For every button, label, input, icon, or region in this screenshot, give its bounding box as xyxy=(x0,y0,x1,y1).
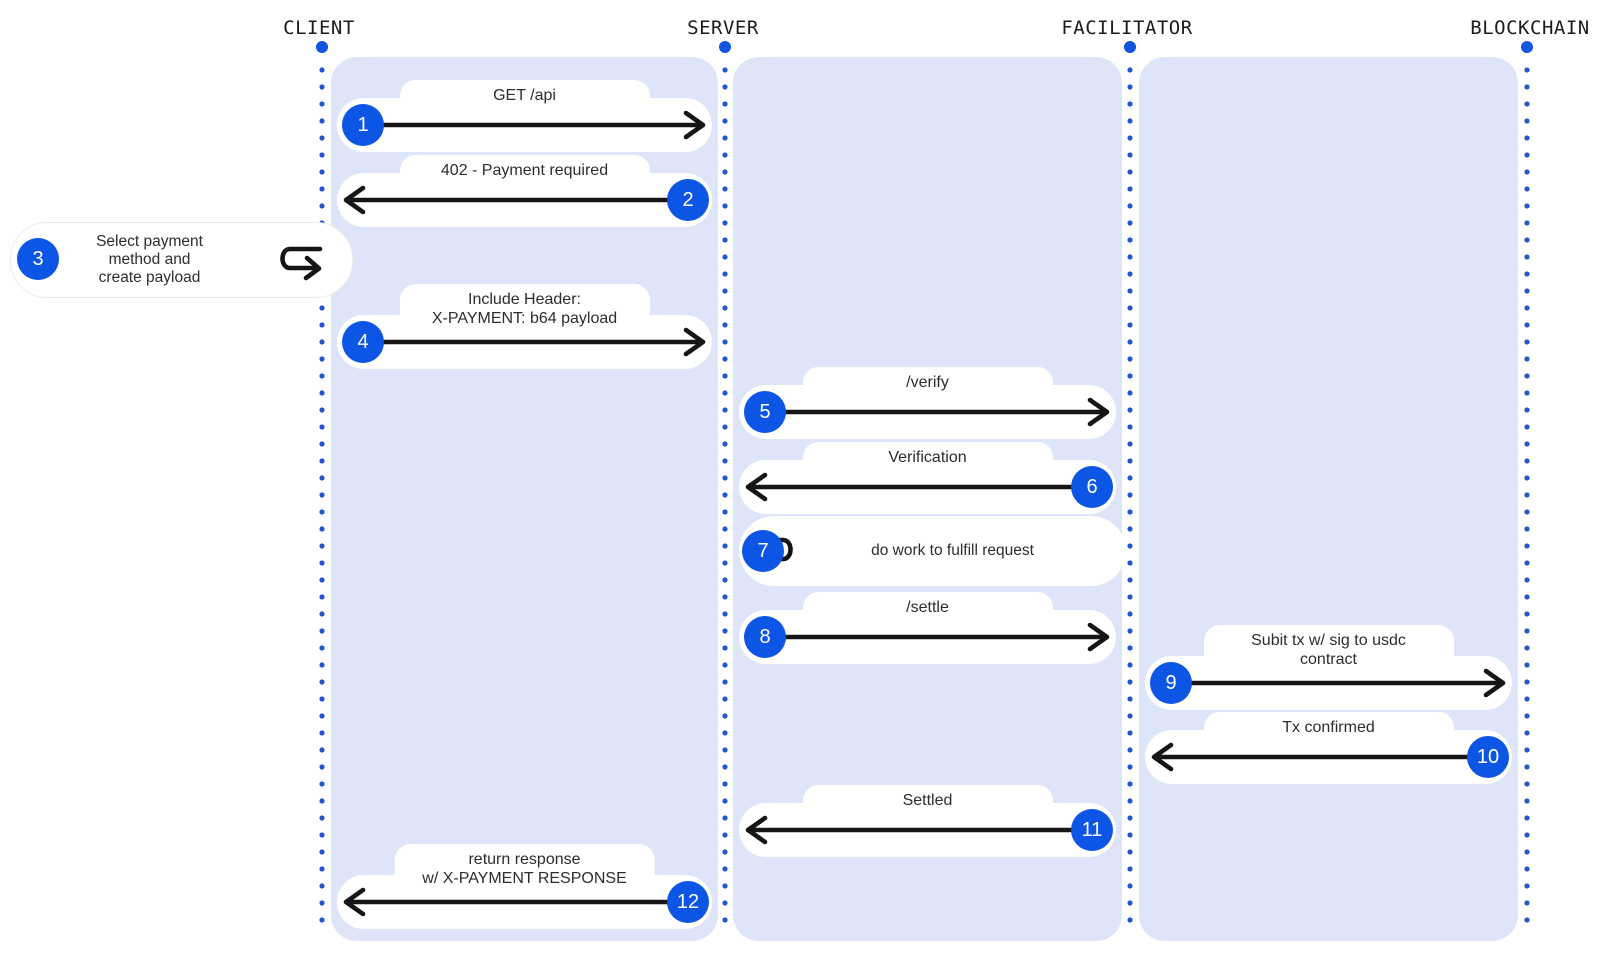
message-label: Subit tx w/ sig to usdc contract xyxy=(1203,625,1454,675)
message-label-line: w/ X-PAYMENT RESPONSE xyxy=(422,870,627,887)
arrow-right xyxy=(1168,668,1506,698)
message-label: Settled xyxy=(802,785,1053,816)
step-badge: 3 xyxy=(17,238,59,280)
actor-label-client: CLIENT xyxy=(283,17,355,39)
message-label-line: Verification xyxy=(888,449,967,466)
arrow-right xyxy=(360,110,706,140)
actor-label-blockchain: BLOCKCHAIN xyxy=(1470,17,1590,39)
message-label: do work to fulfill request xyxy=(801,542,1104,560)
message-label-line: GET /api xyxy=(493,87,556,104)
arrow-left xyxy=(343,887,691,917)
lifeline-client xyxy=(319,62,325,930)
message-label-line: Subit tx w/ sig to usdc xyxy=(1251,632,1406,649)
arrow-right xyxy=(360,327,706,357)
lifeline-head-dot-client xyxy=(316,41,328,53)
message-label: Tx confirmed xyxy=(1203,712,1454,743)
message-label-line: Tx confirmed xyxy=(1282,719,1375,736)
step-badge: 11 xyxy=(1071,809,1113,851)
step-badge: 4 xyxy=(342,321,384,363)
arrow-right xyxy=(762,622,1110,652)
arrow-left xyxy=(343,185,691,215)
lifeline-server xyxy=(722,62,728,930)
message-label: return response w/ X-PAYMENT RESPONSE xyxy=(394,844,655,894)
arrow-left xyxy=(1151,742,1491,772)
step-badge: 10 xyxy=(1467,736,1509,778)
message-label: 402 - Payment required xyxy=(399,155,650,186)
message-label-line: return response xyxy=(468,851,581,868)
step-badge: 6 xyxy=(1071,466,1113,508)
step-badge: 7 xyxy=(742,530,784,572)
lifeline-head-dot-facilitator xyxy=(1124,41,1136,53)
loop-arrow-right-icon xyxy=(280,246,323,281)
lifeline-head-dot-server xyxy=(719,41,731,53)
message-label-line: Select payment xyxy=(96,233,203,250)
message-label-line: Include Header: xyxy=(468,291,581,308)
message-label-line: contract xyxy=(1300,651,1357,668)
step-badge: 1 xyxy=(342,104,384,146)
step-badge: 9 xyxy=(1150,662,1192,704)
message-label-line: /settle xyxy=(906,599,949,616)
message-label: GET /api xyxy=(399,80,650,111)
lifeline-head-dot-blockchain xyxy=(1521,41,1533,53)
message-label: Include Header: X-PAYMENT: b64 payload xyxy=(399,284,650,334)
lifeline-blockchain xyxy=(1524,62,1530,930)
message-label-line: 402 - Payment required xyxy=(440,162,609,179)
message-label-line: Settled xyxy=(902,792,953,809)
message-label: /settle xyxy=(802,592,1053,623)
message-label: Verification xyxy=(802,442,1053,473)
lifeline-facilitator xyxy=(1127,62,1133,930)
message-label-line: do work to fulfill request xyxy=(871,542,1034,559)
panel-facilitator-blockchain xyxy=(1139,57,1518,941)
message-label-line: method and xyxy=(108,251,191,268)
arrow-left xyxy=(745,815,1095,845)
message-label-line: X-PAYMENT: b64 payload xyxy=(431,310,618,327)
step-badge: 5 xyxy=(744,391,786,433)
self-message-bubble: do work to fulfill request xyxy=(739,516,1126,586)
message-label-line: create payload xyxy=(98,269,201,286)
step-badge: 12 xyxy=(667,881,709,923)
message-label-line: /verify xyxy=(906,374,949,391)
actor-label-server: SERVER xyxy=(687,17,759,39)
message-label: /verify xyxy=(802,367,1053,398)
actor-label-facilitator: FACILITATOR xyxy=(1061,17,1193,39)
step-badge: 8 xyxy=(744,616,786,658)
arrow-right xyxy=(762,397,1110,427)
arrow-left xyxy=(745,472,1095,502)
step-badge: 2 xyxy=(667,179,709,221)
